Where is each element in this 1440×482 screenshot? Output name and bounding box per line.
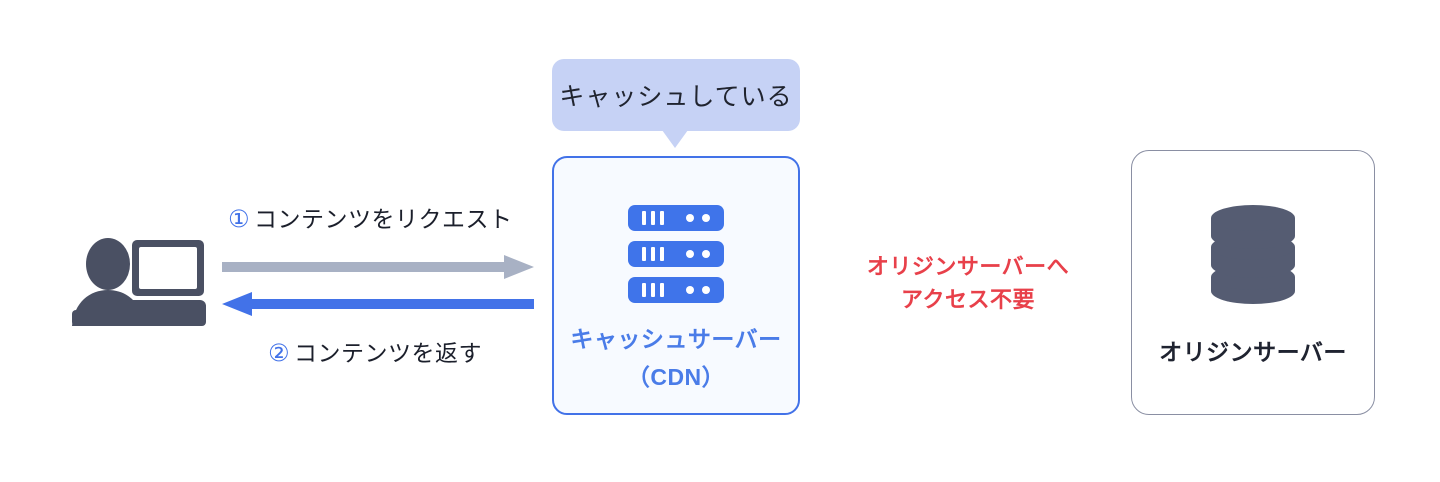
cache-server-label: キャッシュサーバー （CDN）: [554, 320, 798, 396]
cache-server-label-line1: キャッシュサーバー: [570, 326, 782, 352]
step-number-1: ①: [228, 206, 251, 233]
cache-server-node: キャッシュサーバー （CDN）: [552, 156, 800, 415]
no-origin-access-note-line2: アクセス不要: [901, 287, 1035, 312]
server-rack-unit: [628, 205, 724, 231]
response-arrow: [222, 292, 534, 316]
server-rack-unit: [628, 277, 724, 303]
response-arrow-label-text: コンテンツを返す: [294, 340, 483, 366]
server-rack-icon: [628, 205, 724, 313]
cache-status-bubble-text: キャッシュしている: [559, 83, 793, 111]
bubble-tail-icon: [662, 130, 688, 148]
server-rack-unit: [628, 241, 724, 267]
origin-server-node: オリジンサーバー: [1131, 150, 1375, 415]
cache-status-bubble: キャッシュしている: [552, 59, 800, 131]
step-number-2: ②: [268, 340, 291, 367]
request-arrow-label-text: コンテンツをリクエスト: [254, 206, 513, 232]
no-origin-access-note-line1: オリジンサーバーへ: [866, 254, 1070, 279]
database-cylinder-icon: [1209, 203, 1297, 307]
user-computer-icon: [68, 238, 208, 326]
cache-server-label-line2: （CDN）: [626, 364, 726, 390]
no-origin-access-note: オリジンサーバーへ アクセス不要: [842, 250, 1094, 316]
request-arrow: [222, 255, 534, 279]
origin-server-label: オリジンサーバー: [1159, 339, 1347, 365]
